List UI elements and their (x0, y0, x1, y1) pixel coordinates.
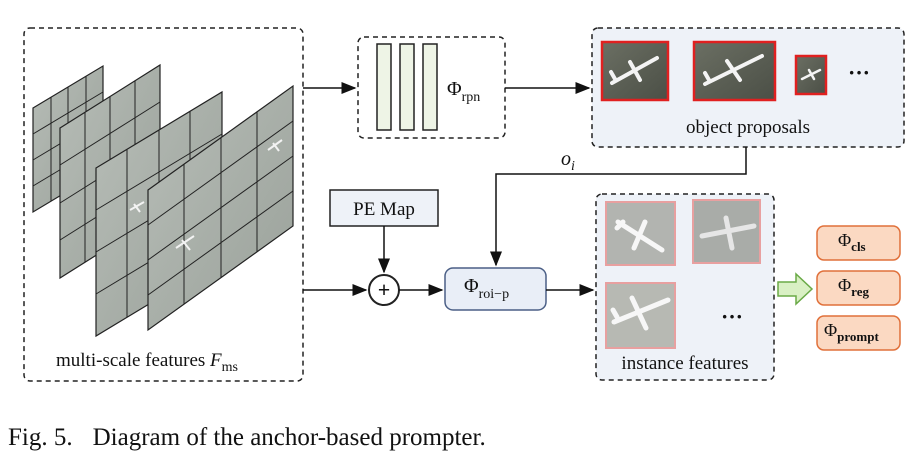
proposal-crop-3 (794, 54, 828, 96)
features-label: multi-scale features Fms (56, 350, 238, 375)
caption-label: Fig. 5. (8, 424, 73, 451)
roi-block: Φroi−p (444, 267, 547, 311)
arrow-instances-to-heads (777, 272, 814, 306)
proposal-index-label: oi (561, 148, 575, 174)
head-reg: Φreg (816, 270, 901, 306)
arrow-proposals-to-roi (490, 147, 747, 267)
rpn-layer-bar (376, 43, 392, 131)
connectors: oi (303, 82, 814, 306)
caption-text: Diagram of the anchor-based prompter. (92, 424, 486, 451)
proposals-more-indicator: ··· (848, 60, 870, 85)
figure-caption: Fig. 5. Diagram of the anchor-based promp… (8, 424, 486, 452)
multi-scale-features-block: multi-scale features Fms (23, 27, 304, 382)
pe-map-label: PE Map (353, 199, 415, 220)
instances-more-indicator: ··· (721, 304, 743, 329)
add-symbol: + (378, 277, 391, 302)
rpn-block: Φrpn (357, 36, 506, 139)
head-cls-label: Φcls (838, 230, 866, 254)
feature-map-level-4 (147, 84, 294, 332)
object-proposals-block: ··· object proposals (591, 27, 905, 148)
add-operator: + (368, 274, 400, 306)
instance-crop-2 (692, 199, 761, 264)
head-prompt-label: Φprompt (824, 320, 879, 344)
head-reg-label: Φreg (838, 275, 869, 299)
instance-crop-1 (605, 201, 676, 266)
proposal-crop-2 (692, 40, 777, 102)
roi-label: Φroi−p (464, 275, 509, 302)
pe-map-block: PE Map (329, 189, 439, 227)
rpn-layer-bar (422, 43, 438, 131)
instance-features-block: ··· instance features (595, 193, 775, 381)
rpn-layer-bar (399, 43, 415, 131)
instance-crop-3 (605, 282, 676, 349)
head-prompt: Φprompt (816, 315, 901, 351)
instances-label: instance features (621, 353, 748, 374)
proposal-crop-1 (600, 40, 670, 102)
head-cls: Φcls (816, 225, 901, 261)
proposals-label: object proposals (686, 117, 810, 138)
rpn-label: Φrpn (447, 78, 480, 105)
